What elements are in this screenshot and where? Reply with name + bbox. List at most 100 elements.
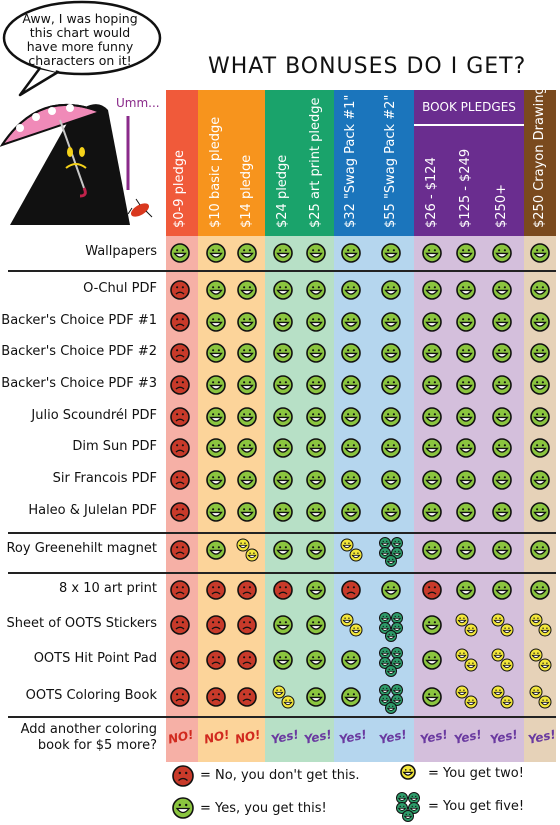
yes-face-mark [306,243,326,263]
legend-five-icon [408,792,420,804]
two-face-mark [500,695,514,709]
column-band-header [334,90,414,236]
two-face-mark [340,613,354,627]
yes-face-mark [306,312,326,332]
five-face-mark [391,622,403,634]
no-face-mark [273,580,293,600]
legend-two-icon [400,764,416,780]
five-face-mark [379,547,391,559]
two-face-mark [464,695,478,709]
yes-face-mark [306,470,326,490]
no-face-mark [206,615,226,635]
row-separator [8,270,556,272]
yes-face-mark [273,502,293,522]
no-face-mark [170,438,190,458]
yes-face-mark [237,407,257,427]
yes-face-mark [237,502,257,522]
yes-face-mark [422,615,442,635]
yes-face-mark [273,540,293,560]
no-face-mark [170,650,190,670]
no-face-mark [170,580,190,600]
yes-face-mark [341,407,361,427]
yes-face-mark [206,280,226,300]
no-face-mark [170,615,190,635]
yes-face-mark [306,280,326,300]
yes-face-mark [306,375,326,395]
two-face-mark [455,648,469,662]
two-face-mark [529,613,543,627]
yes-face-mark [306,580,326,600]
yes-face-mark [492,470,512,490]
yes-face-mark [341,502,361,522]
yes-face-mark [492,343,512,363]
yes-face-mark [492,580,512,600]
row-label: 8 x 10 art print [59,581,157,596]
yes-face-mark [456,280,476,300]
two-face-mark [272,685,286,699]
yes-face-mark [492,243,512,263]
yes-face-mark [341,650,361,670]
yes-face-mark [237,375,257,395]
yes-face-mark [206,375,226,395]
five-face-mark [379,694,391,706]
yes-face-mark [422,375,442,395]
yes-face-mark [273,438,293,458]
no-face-mark [341,580,361,600]
yes-face-mark [530,540,550,560]
yes-face-mark [206,407,226,427]
yes-face-mark [237,243,257,263]
yes-face-mark [381,407,401,427]
yes-face-mark [422,280,442,300]
five-face-mark [391,657,403,669]
yes-face-mark [206,470,226,490]
yes-face-mark [492,540,512,560]
no-face-mark [422,580,442,600]
yes-face-mark [341,280,361,300]
book-pledges-underline [414,124,524,126]
no-face-mark [170,687,190,707]
legend-text: = You get two! [428,766,524,781]
yes-face-mark [530,343,550,363]
yes-face-mark [422,343,442,363]
yes-face-mark [530,580,550,600]
row-label: Roy Greenehilt magnet [6,541,157,556]
book-pledges-group-label: BOOK PLEDGES [422,100,516,114]
umm-text: Umm... [116,96,160,110]
five-face-mark [385,665,397,677]
yes-face-mark [456,580,476,600]
yes-face-mark [422,243,442,263]
yes-face-mark [341,375,361,395]
yes-face-mark [273,375,293,395]
five-face-mark [391,647,403,659]
yes-face-mark [237,312,257,332]
yes-face-mark [456,243,476,263]
yes-face-mark [237,438,257,458]
yes-face-mark [530,438,550,458]
row-label: Backer's Choice PDF #1 [1,313,157,328]
yes-face-mark [273,470,293,490]
five-face-mark [379,622,391,634]
yes-face-mark [381,502,401,522]
yes-face-mark [237,470,257,490]
no-face-mark [206,687,226,707]
two-face-mark [500,623,514,637]
yes-face-mark [492,280,512,300]
yes-face-mark [492,502,512,522]
two-face-mark [455,613,469,627]
yes-face-mark [456,375,476,395]
yes-face-mark [530,280,550,300]
yes-face-mark [341,312,361,332]
five-face-mark [391,547,403,559]
no-face-mark [170,375,190,395]
yes-face-mark [206,540,226,560]
yes-face-mark [341,687,361,707]
two-face-mark [455,685,469,699]
yes-face-mark [456,438,476,458]
two-face-mark [529,648,543,662]
column-band-header [265,90,334,236]
yes-face-mark [341,243,361,263]
legend-five-icon [396,802,408,814]
two-face-mark [491,613,505,627]
two-face-mark [538,695,552,709]
